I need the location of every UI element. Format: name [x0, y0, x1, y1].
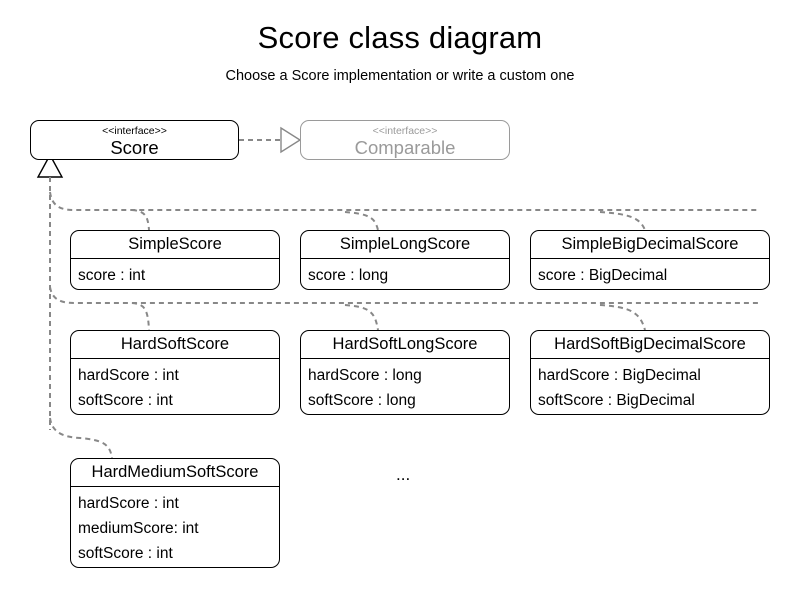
realization-score-comparable [239, 126, 302, 154]
class-title-hardsoftbigdecimalscore: HardSoftBigDecimalScore [531, 331, 769, 359]
class-title-hardsoftlongscore: HardSoftLongScore [301, 331, 509, 359]
more-classes-ellipsis: ... [396, 465, 411, 484]
attribute-row: hardScore : long [308, 367, 422, 384]
class-attributes-hardsoftlongscore: hardScore : long softScore : long [301, 359, 509, 413]
interface-name-comparable: Comparable [354, 137, 456, 158]
attribute-row: softScore : long [308, 392, 416, 409]
attribute-row: softScore : int [78, 545, 173, 562]
interface-box-score[interactable]: <<interface>> Score [30, 120, 239, 160]
class-box-hardsoftlongscore[interactable]: HardSoftLongScore hardScore : long softS… [300, 330, 510, 415]
class-title-simplebigdecimalscore: SimpleBigDecimalScore [531, 231, 769, 259]
generalization-branch-row2 [49, 286, 760, 331]
page-title: Score class diagram [257, 20, 543, 55]
attribute-row: score : int [78, 267, 146, 284]
class-title-simplescore: SimpleScore [71, 231, 279, 259]
class-attributes-hardmediumsoftscore: hardScore : int mediumScore: int softSco… [71, 487, 279, 566]
interface-name-score: Score [110, 137, 159, 158]
class-box-hardsoftscore[interactable]: HardSoftScore hardScore : int softScore … [70, 330, 280, 415]
class-box-hardsoftbigdecimalscore[interactable]: HardSoftBigDecimalScore hardScore : BigD… [530, 330, 770, 415]
class-attributes-simplelongscore: score : long [301, 259, 509, 288]
generalization-branch-row1 [49, 191, 760, 231]
interface-stereotype-score: <<interface>> [102, 125, 167, 137]
class-title-hardmediumsoftscore: HardMediumSoftScore [71, 459, 279, 487]
class-attributes-hardsoftbigdecimalscore: hardScore : BigDecimal softScore : BigDe… [531, 359, 769, 413]
class-attributes-hardsoftscore: hardScore : int softScore : int [71, 359, 279, 413]
interface-stereotype-comparable: <<interface>> [372, 125, 438, 137]
attribute-row: mediumScore: int [78, 520, 199, 537]
class-box-simplescore[interactable]: SimpleScore score : int [70, 230, 280, 290]
attribute-row: hardScore : int [78, 367, 179, 384]
class-title-hardsoftscore: HardSoftScore [71, 331, 279, 359]
generalization-branch-row3 [49, 417, 113, 459]
attribute-row: hardScore : BigDecimal [538, 367, 701, 384]
class-attributes-simplescore: score : int [71, 259, 279, 288]
class-title-simplelongscore: SimpleLongScore [301, 231, 509, 259]
class-box-simplebigdecimalscore[interactable]: SimpleBigDecimalScore score : BigDecimal [530, 230, 770, 290]
class-box-hardmediumsoftscore[interactable]: HardMediumSoftScore hardScore : int medi… [70, 458, 280, 568]
class-box-simplelongscore[interactable]: SimpleLongScore score : long [300, 230, 510, 290]
attribute-row: softScore : int [78, 392, 173, 409]
attribute-row: softScore : BigDecimal [538, 392, 695, 409]
attribute-row: score : BigDecimal [538, 267, 668, 284]
interface-box-comparable[interactable]: <<interface>> Comparable [300, 120, 510, 160]
page-subtitle: Choose a Score implementation or write a… [225, 68, 575, 84]
attribute-row: score : long [308, 267, 389, 284]
attribute-row: hardScore : int [78, 495, 179, 512]
class-attributes-simplebigdecimalscore: score : BigDecimal [531, 259, 769, 288]
